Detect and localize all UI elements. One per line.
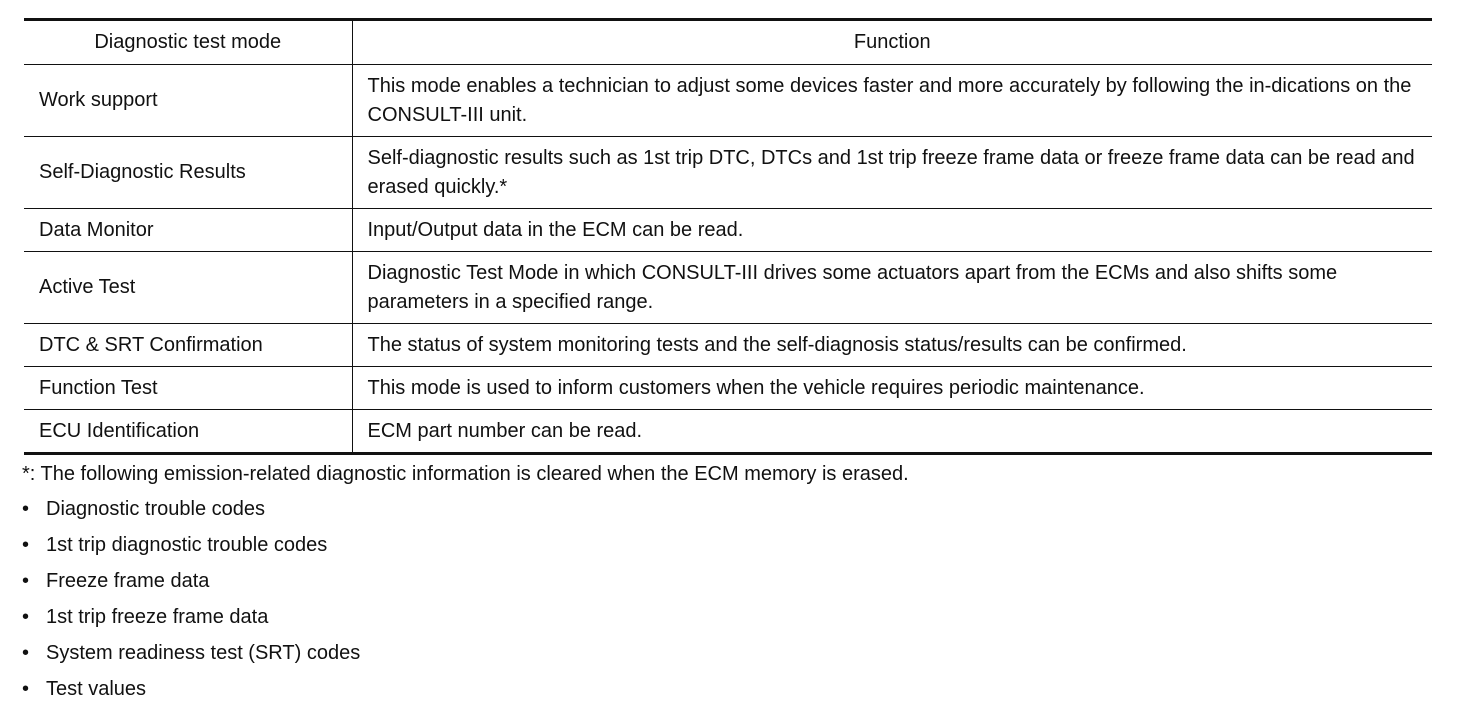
table-row: DTC & SRT Confirmation The status of sys… xyxy=(24,323,1432,367)
function-cell: This mode is used to inform customers wh… xyxy=(367,376,1145,399)
table-row: Active Test Diagnostic Test Mode in whic… xyxy=(24,251,1432,324)
table-row: Data Monitor Input/Output data in the EC… xyxy=(24,208,1432,252)
bullet-icon: • xyxy=(22,642,30,664)
table-row: Function Test This mode is used to infor… xyxy=(24,366,1432,410)
cleared-info-list: • Diagnostic trouble codes • 1st trip diag… xyxy=(22,496,1432,712)
mode-cell: Active Test xyxy=(24,251,353,324)
bullet-icon: • xyxy=(22,606,30,628)
header-function: Function xyxy=(853,31,931,53)
list-item: • 1st trip diagnostic trouble codes xyxy=(22,532,1432,568)
list-item: • Freeze frame data xyxy=(22,568,1432,604)
bullet-icon: • xyxy=(22,534,30,556)
mode-cell: DTC & SRT Confirmation xyxy=(24,323,353,367)
list-item-text: 1st trip diagnostic trouble codes xyxy=(46,534,328,556)
list-item-text: 1st trip freeze frame data xyxy=(46,606,269,628)
list-item-text: System readiness test (SRT) codes xyxy=(46,642,361,664)
list-item-text: Diagnostic trouble codes xyxy=(46,498,266,520)
function-cell: Input/Output data in the ECM can be read… xyxy=(367,218,744,241)
list-item-text: Test values xyxy=(46,678,147,700)
function-cell: ECM part number can be read. xyxy=(367,419,643,442)
mode-cell: Work support xyxy=(24,64,353,137)
bullet-icon: • xyxy=(22,678,30,700)
list-item: • Diagnostic trouble codes xyxy=(22,496,1432,532)
table-row: Self-Diagnostic Results Self-diagnostic … xyxy=(24,136,1432,209)
list-item-text: Freeze frame data xyxy=(46,570,210,592)
list-item: • 1st trip freeze frame data xyxy=(22,604,1432,640)
list-item: • Test values xyxy=(22,676,1432,712)
list-item: • System readiness test (SRT) codes xyxy=(22,640,1432,676)
mode-cell: Data Monitor xyxy=(24,208,353,252)
table-header-row: Diagnostic test mode Function xyxy=(24,19,1432,65)
table-row: Work support This mode enables a technic… xyxy=(24,64,1432,137)
function-cell: Self-diagnostic results such as 1st trip… xyxy=(367,146,1415,198)
table-row: ECU Identification ECM part number can b… xyxy=(24,409,1432,454)
function-cell: This mode enables a technician to adjust… xyxy=(367,74,1412,126)
mode-cell: Self-Diagnostic Results xyxy=(24,136,353,209)
header-diagnostic-test-mode: Diagnostic test mode xyxy=(24,19,353,65)
mode-cell: Function Test xyxy=(24,366,353,410)
footnote: *: The following emission-related diagno… xyxy=(22,463,909,485)
diagnostic-mode-table: Diagnostic test mode Function Work suppo… xyxy=(24,18,1432,455)
function-cell: The status of system monitoring tests an… xyxy=(367,333,1187,356)
bullet-icon: • xyxy=(22,570,30,592)
document: Diagnostic test mode Function Work suppo… xyxy=(22,18,1432,712)
function-cell: Diagnostic Test Mode in which CONSULT-II… xyxy=(367,261,1338,313)
mode-cell: ECU Identification xyxy=(24,409,353,454)
bullet-icon: • xyxy=(22,498,30,520)
